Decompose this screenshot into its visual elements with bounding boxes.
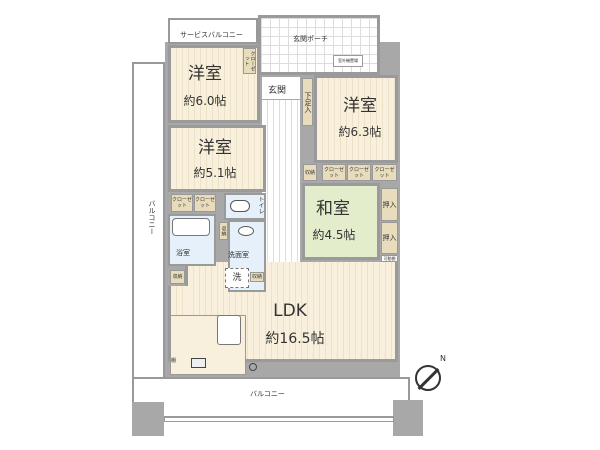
service-balcony-label: サービスバルコニー: [180, 31, 243, 39]
shoe-storage: 下足入: [302, 78, 313, 126]
sink-icon: [238, 226, 254, 236]
kitchen: [170, 315, 246, 375]
north-label: N: [440, 354, 446, 363]
outdoor-unit-space: 室外機置場: [333, 55, 363, 67]
room-size: 約4.5帖: [312, 228, 356, 242]
pillar-left: [132, 402, 164, 436]
movable-shelf: 可動棚: [381, 255, 398, 262]
room-name: 洋室: [343, 96, 377, 116]
closet: クローゼット: [322, 164, 346, 181]
western-room-6-0: [168, 45, 260, 123]
room-name: 洋室: [198, 138, 232, 158]
storage: 収納: [170, 270, 185, 284]
storage: 収納: [219, 222, 228, 240]
room-size: 約6.0帖: [183, 94, 227, 108]
entrance: [262, 77, 300, 99]
pillar-right: [393, 400, 423, 436]
washroom-label: 洗面室: [228, 251, 249, 259]
compass-icon: [415, 365, 441, 391]
room-name: 洋室: [188, 64, 222, 84]
closet: クローゼット: [347, 164, 371, 181]
stove-icon: [191, 358, 206, 368]
closet: クローゼット: [194, 194, 216, 212]
closet: クローゼット: [243, 48, 256, 74]
balcony: [132, 377, 410, 418]
oshiire-closet: 押入: [381, 188, 398, 221]
room-size: 約16.5帖: [265, 331, 325, 347]
japanese-room: [302, 183, 380, 260]
hallway: [262, 100, 300, 262]
bath-label: 浴室: [176, 249, 190, 257]
kitchen-sink-icon: [217, 315, 241, 345]
room-name: 和室: [316, 199, 350, 219]
side-balcony: [132, 62, 165, 392]
toilet-label: トイレ: [257, 196, 264, 214]
kitchen-shelf: 棚: [171, 358, 177, 364]
toilet-room: [224, 193, 266, 220]
meter-icon: [249, 363, 257, 371]
washer-space: 洗: [225, 268, 249, 288]
service-balcony: [168, 18, 258, 44]
bathtub-icon: [172, 218, 210, 236]
western-room-5-1: [168, 125, 266, 192]
room-size: 約5.1帖: [193, 166, 237, 180]
western-room-6-3: [314, 75, 398, 163]
balcony-label: バルコニー: [250, 390, 285, 398]
closet: クローゼット: [171, 194, 193, 212]
porch-label: 玄関ポーチ: [293, 35, 328, 43]
toilet-icon: [230, 200, 250, 212]
room-size: 約6.3帖: [338, 125, 382, 139]
closet: クローゼット: [372, 164, 397, 181]
storage: 収納: [250, 272, 264, 282]
storage: 収納: [303, 164, 317, 181]
balcony-rail: [164, 416, 394, 422]
room-name: LDK: [273, 301, 307, 321]
side-balcony-label: バルコニー: [148, 200, 156, 235]
oshiire-closet: 押入: [381, 222, 398, 254]
entrance-label: 玄関: [268, 86, 287, 96]
